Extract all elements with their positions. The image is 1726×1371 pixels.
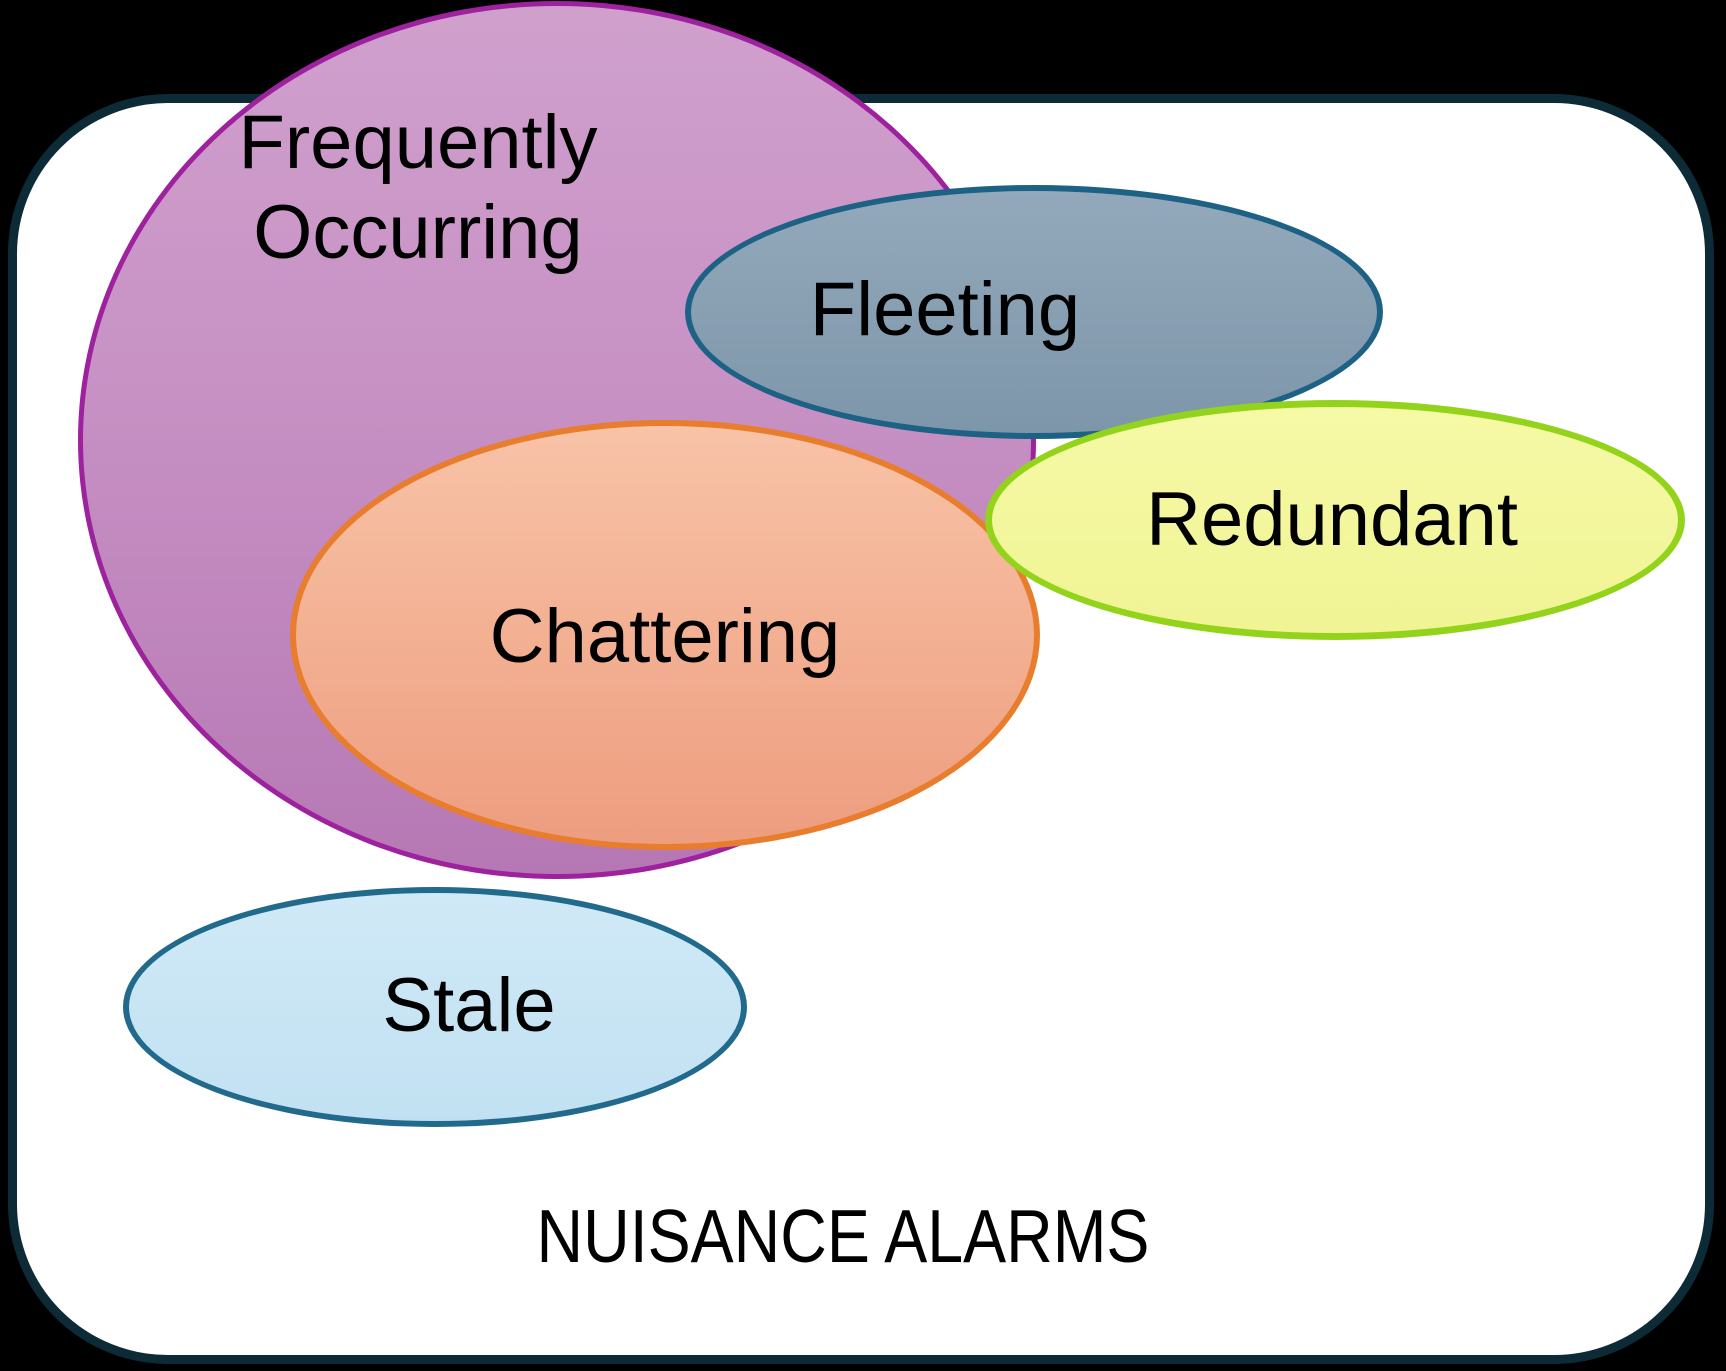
set-label-redundant: Redundant bbox=[1146, 477, 1518, 562]
diagram-title: NUISANCE ALARMS bbox=[536, 1194, 1150, 1278]
set-ellipse-chattering bbox=[290, 420, 1040, 850]
set-ellipse-stale bbox=[123, 887, 747, 1127]
set-label-stale: Stale bbox=[382, 963, 556, 1048]
set-label-fleeting: Fleeting bbox=[809, 267, 1081, 352]
set-label-frequently-occurring-line2: Occurring bbox=[253, 190, 583, 275]
set-label-chattering: Chattering bbox=[489, 594, 841, 679]
set-label-frequently-occurring-line1: Frequently bbox=[238, 100, 598, 185]
set-ellipse-redundant bbox=[985, 400, 1685, 640]
set-label-frequently-occurring: Frequently Occurring bbox=[168, 98, 668, 278]
set-ellipse-fleeting bbox=[685, 185, 1383, 439]
